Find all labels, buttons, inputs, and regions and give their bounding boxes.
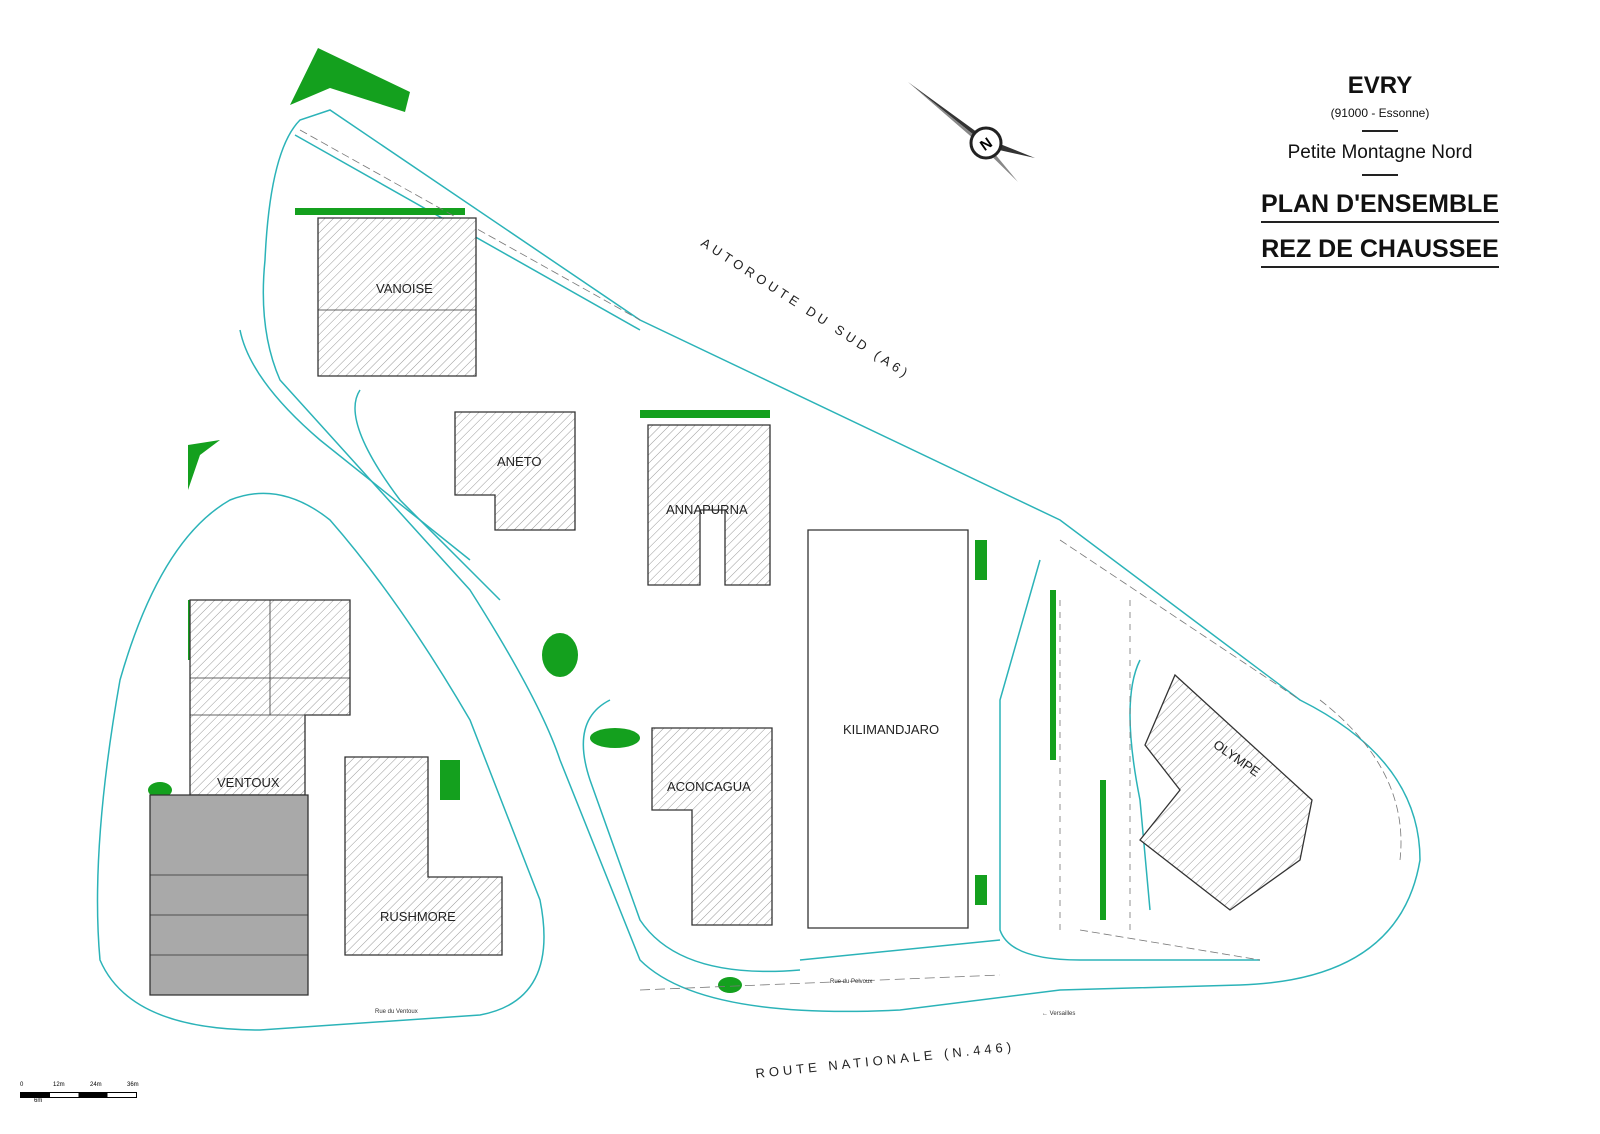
label-route-nationale: ROUTE NATIONALE (N.446) xyxy=(755,1039,1016,1081)
building-aneto xyxy=(454,411,576,531)
building-aconcagua xyxy=(651,727,773,926)
north-arrow-icon: N xyxy=(908,82,1035,182)
divider xyxy=(1362,174,1398,176)
label-vanoise: VANOISE xyxy=(376,281,433,296)
building-annapurna xyxy=(647,424,771,586)
label-aconcagua: ACONCAGUA xyxy=(667,779,751,794)
label-rue-pelvoux: Rue du Pelvoux xyxy=(830,979,872,985)
building-olympe xyxy=(1139,673,1313,911)
building-vanoise xyxy=(317,217,477,377)
label-rue-ventoux: Rue du Ventoux xyxy=(375,1009,418,1015)
green-spaces xyxy=(148,48,1106,993)
divider xyxy=(1362,130,1398,132)
building-ventoux-annex xyxy=(149,794,309,996)
scale-bar-graphic xyxy=(20,1092,137,1098)
scale-bar: 0 12m 24m 36m 6m xyxy=(20,1082,140,1104)
building-kilimandjaro xyxy=(807,529,969,929)
building-rushmore xyxy=(344,756,503,956)
road-network xyxy=(96,109,1421,1031)
plan-subtitle: REZ DE CHAUSSEE xyxy=(1261,235,1499,268)
department: (91000 - Essonne) xyxy=(1330,106,1430,120)
scale-sub: 6m xyxy=(34,1098,43,1104)
label-versailles: ← Versailles xyxy=(1042,1011,1075,1017)
building-divisions xyxy=(150,309,476,956)
label-aneto: ANETO xyxy=(497,454,542,469)
label-autoroute: AUTOROUTE DU SUD (A6) xyxy=(698,235,913,382)
scale-tick: 36m xyxy=(127,1082,139,1088)
area-name: Petite Montagne Nord xyxy=(1287,142,1473,163)
plan-title: PLAN D'ENSEMBLE xyxy=(1261,190,1499,223)
buildings xyxy=(149,217,1313,996)
label-kilimandjaro: KILIMANDJARO xyxy=(843,722,939,737)
scale-tick: 12m xyxy=(53,1082,65,1088)
label-ventoux: VENTOUX xyxy=(217,775,280,790)
title-block: EVRY (91000 - Essonne) Petite Montagne N… xyxy=(1250,72,1510,268)
scale-tick: 0 xyxy=(20,1082,24,1088)
city-title: EVRY xyxy=(1347,72,1413,99)
label-annapurna: ANNAPURNA xyxy=(666,502,748,517)
label-rushmore: RUSHMORE xyxy=(380,909,456,924)
scale-tick: 24m xyxy=(90,1082,102,1088)
